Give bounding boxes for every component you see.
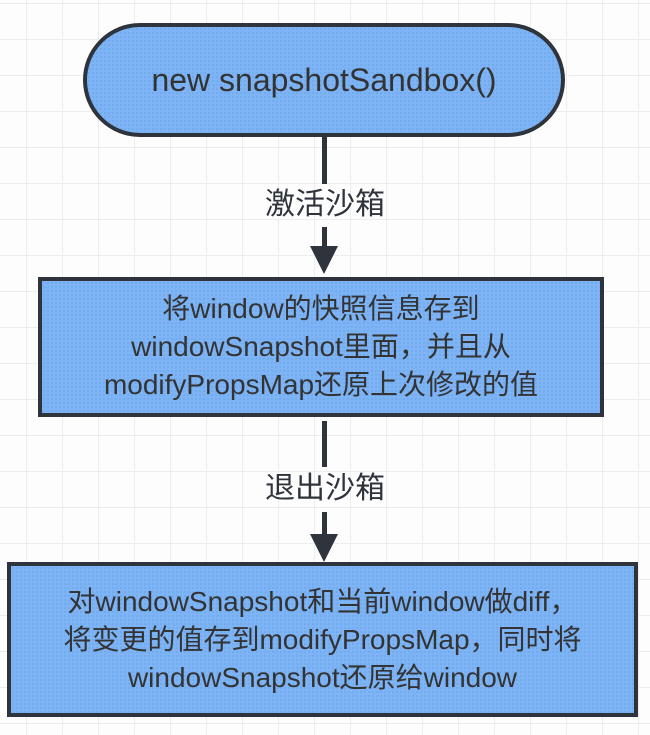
- node-save-window-snapshot: 将window的快照信息存到 windowSnapshot里面，并且从 modi…: [38, 277, 604, 417]
- node-window-diff-restore: 对windowSnapshot和当前window做diff， 将变更的值存到mo…: [7, 562, 638, 717]
- node-snapshot-line: modifyPropsMap还原上次修改的值: [103, 369, 539, 400]
- node-diff-line: windowSnapshot还原给window: [127, 661, 518, 693]
- node-start-label: new snapshotSandbox(): [151, 61, 497, 98]
- node-snapshot-line: 将window的快照信息存到: [162, 293, 480, 324]
- node-start-snapshot-sandbox: new snapshotSandbox(): [83, 23, 565, 137]
- arrow-down-icon: [310, 246, 338, 274]
- edge-exit-line-top: [322, 421, 327, 467]
- arrow-down-icon: [310, 534, 338, 562]
- edge-exit-label: 退出沙箱: [265, 472, 385, 505]
- node-diff-line: 对windowSnapshot和当前window做diff，: [67, 585, 578, 617]
- node-diff-line: 将变更的值存到modifyPropsMap，同时将: [63, 623, 582, 655]
- edge-activate-line-top: [322, 137, 327, 184]
- edge-activate-label: 激活沙箱: [265, 188, 385, 221]
- edge-activate-line-bottom: [322, 227, 327, 250]
- edge-exit-line-bottom: [322, 512, 327, 536]
- node-snapshot-line: windowSnapshot里面，并且从: [131, 331, 511, 362]
